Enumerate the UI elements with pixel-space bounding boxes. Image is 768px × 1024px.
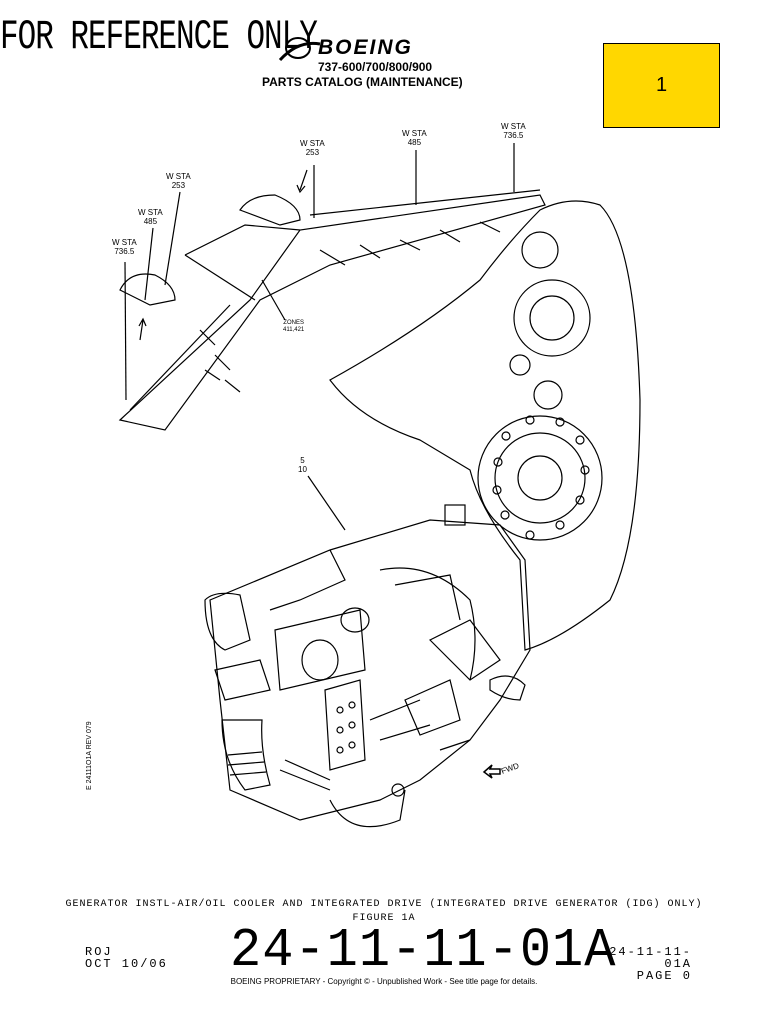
- generator-drawing: [204, 504, 531, 828]
- copyright-notice: BOEING PROPRIETARY - Copyright © - Unpub…: [230, 977, 538, 986]
- revision-date: OCT 10/06: [85, 957, 168, 971]
- page-reference: 24-11-11-01A PAGE 0: [590, 946, 692, 982]
- aircraft-models: 737-600/700/800/900: [318, 60, 433, 74]
- fwd-arrow-icon: [482, 764, 501, 779]
- reference-watermark: FOR REFERENCE ONLY: [0, 14, 318, 62]
- revision-block: ROJ OCT 10/06: [85, 946, 168, 970]
- page-label: PAGE 0: [636, 969, 692, 983]
- document-number: 24-11-11-01A: [230, 920, 617, 982]
- wing-drawing: [118, 189, 546, 431]
- boeing-wordmark: BOEING: [318, 36, 413, 59]
- drawing-reference: E 24111O1A REV 079: [86, 721, 93, 790]
- figure-number: FIGURE 1A: [352, 913, 416, 924]
- catalog-title: PARTS CATALOG (MAINTENANCE): [262, 75, 463, 89]
- figure-caption: GENERATOR INSTL-AIR/OIL COOLER AND INTEG…: [65, 899, 703, 910]
- boeing-logo-icon: [278, 37, 321, 62]
- roj-label: ROJ: [85, 945, 113, 959]
- page-ref-number: 24-11-11-01A: [609, 945, 692, 971]
- page-number-box: 1: [603, 43, 720, 128]
- gearbox-housing-drawing: [329, 200, 641, 651]
